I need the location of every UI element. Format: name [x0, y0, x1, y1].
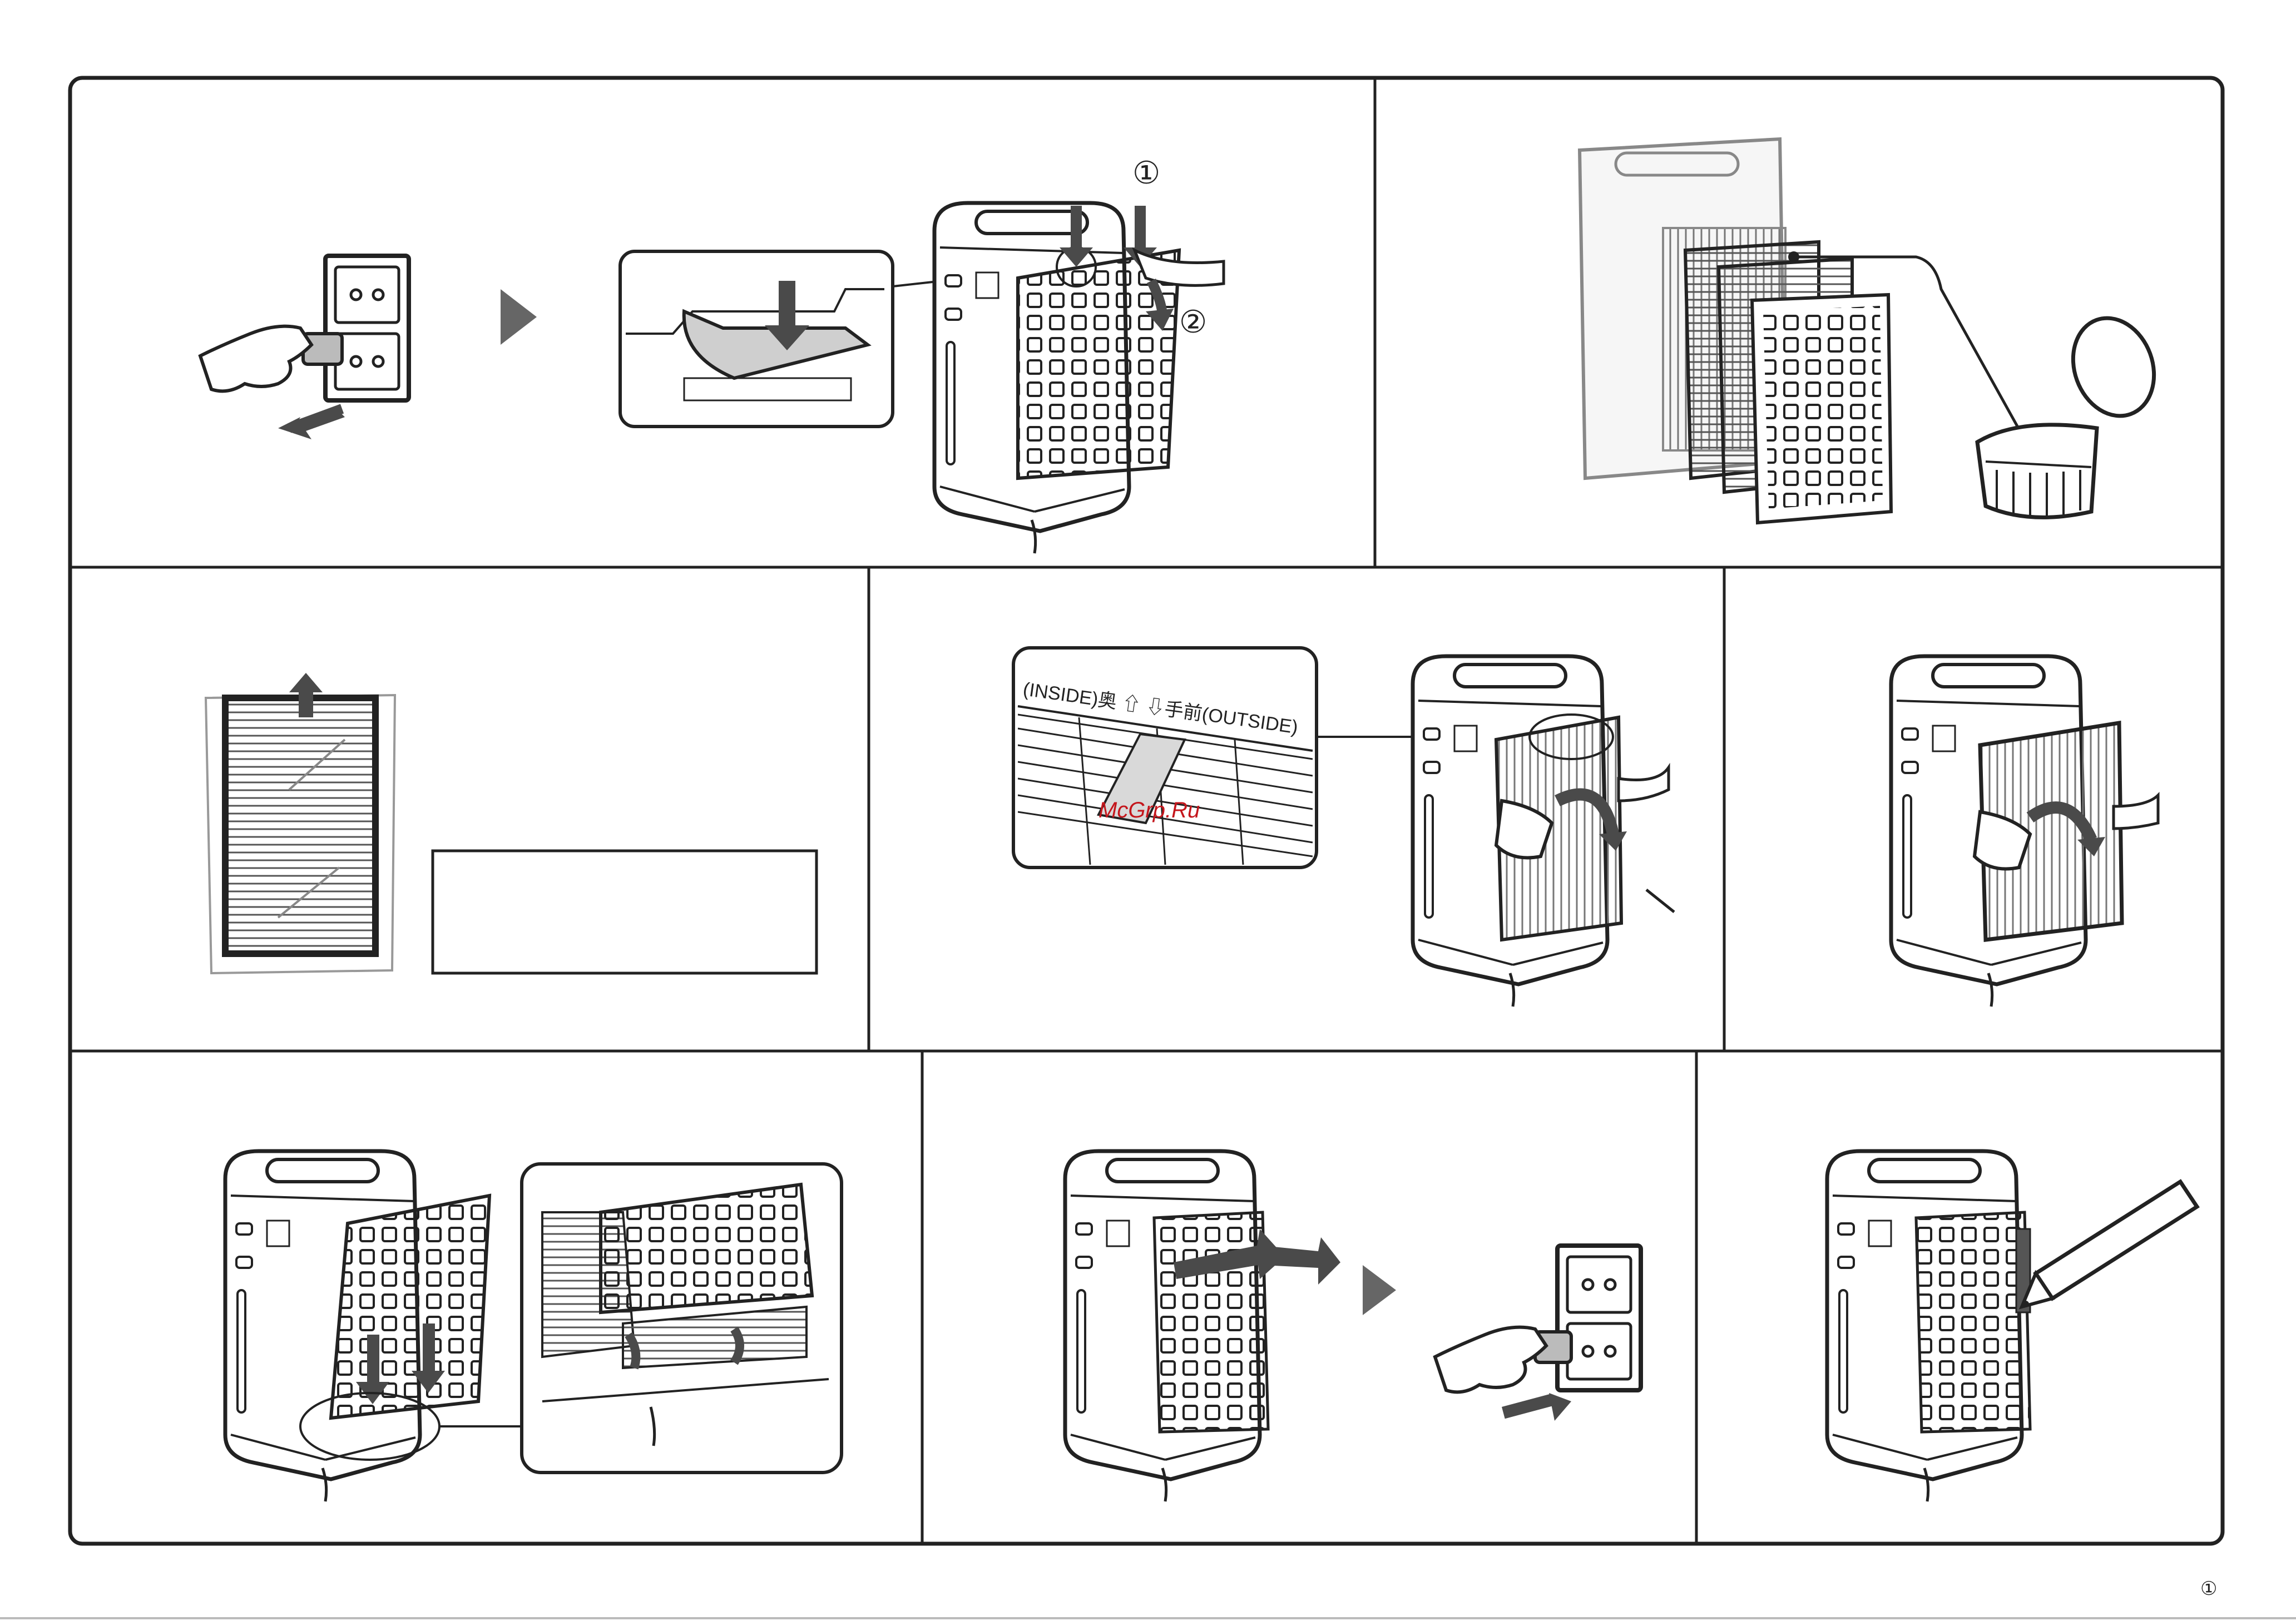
- step-mark-2: ②: [1179, 304, 1207, 339]
- panel-replug: [1065, 1151, 1641, 1501]
- panel-write-date: [1827, 1151, 2197, 1501]
- panel-release-front-panel: ① ②: [620, 155, 1224, 553]
- panel-insert-second-filter: [1891, 656, 2158, 1007]
- panel-insert-hepa-filter: (INSIDE)奥 ⇧ ⇩手前(OUTSIDE) McGrp.Ru: [1013, 648, 1674, 1007]
- page-marker: ①: [2200, 1578, 2217, 1600]
- wall-outlet-icon: [325, 256, 409, 400]
- pen-icon: [2022, 1182, 2197, 1307]
- wall-outlet-icon: [1557, 1246, 1641, 1390]
- front-panel-icon: [331, 1196, 489, 1418]
- panel-attach-front-panel: [225, 1151, 842, 1501]
- hand-icon: [1435, 1327, 1546, 1392]
- container-icon: [1977, 306, 2168, 517]
- panel-remove-filters: [1580, 139, 2168, 523]
- step-mark-1: ①: [1132, 155, 1160, 190]
- next-step-arrow: [1363, 1265, 1396, 1315]
- filter-icon: [225, 698, 375, 954]
- next-step-arrow: [501, 289, 537, 345]
- panel-unplug: [200, 256, 537, 439]
- panel-unpack-new-filter: [206, 673, 817, 973]
- up-arrow-icon: [299, 690, 313, 717]
- note-box: [433, 851, 817, 973]
- hand-icon: [200, 326, 311, 391]
- watermark: McGrp.Ru: [1098, 798, 1200, 822]
